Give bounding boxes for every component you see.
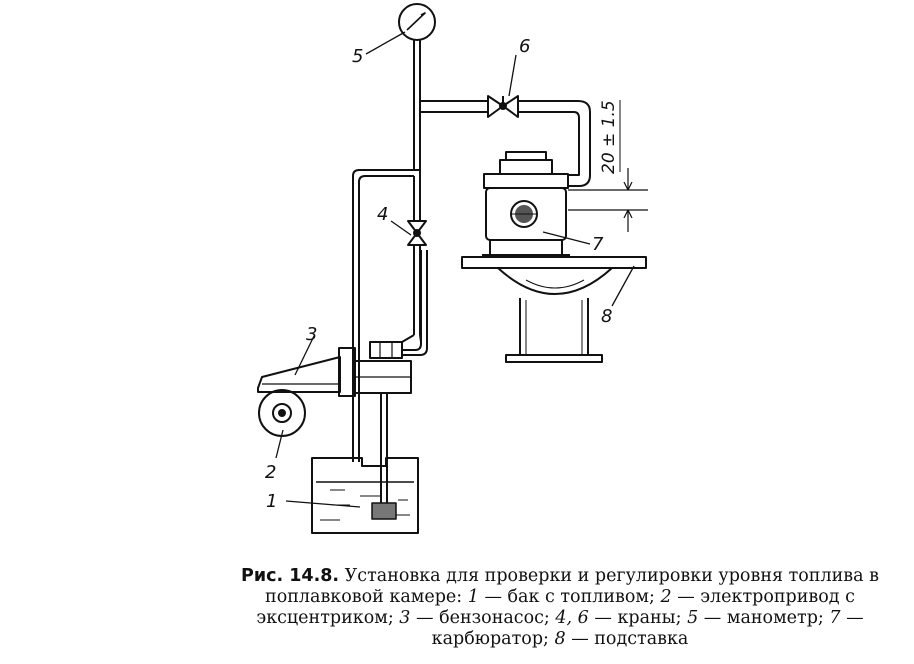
label-tank: 1 xyxy=(266,491,277,512)
caption-item-7: — карбюратор; xyxy=(431,608,864,649)
fuel-pump xyxy=(257,250,428,397)
label-valve-4: 4 xyxy=(377,204,388,225)
caption-item-8: — подставка xyxy=(565,629,689,649)
leader-lines xyxy=(275,31,635,508)
suction-pipe xyxy=(380,393,388,503)
caption-num-3: 3 xyxy=(399,608,411,628)
caption-prefix: Рис. 14.8. xyxy=(241,566,340,586)
caption-num-5: 5 xyxy=(687,608,699,628)
caption-num-8: 8 xyxy=(554,629,566,649)
label-stand: 8 xyxy=(601,306,612,327)
label-gauge: 5 xyxy=(352,46,363,67)
caption-item-1: — бак с топливом; xyxy=(478,587,661,607)
main-pipe xyxy=(401,170,422,343)
label-valve-6: 6 xyxy=(519,36,530,57)
label-pump: 3 xyxy=(306,324,317,345)
caption-item-2: — электропривод с эксцентриком; xyxy=(256,587,855,628)
test-rig-diagram: 5 6 4 7 8 3 2 1 20 ± 1.5 xyxy=(257,3,648,534)
dimension-label: 20 ± 1.5 xyxy=(599,100,619,174)
figure-caption: Рис. 14.8. Установка для проверки и регу… xyxy=(215,566,905,650)
caption-item-3: — бензонасос; xyxy=(410,608,556,628)
caption-item-4-6: — краны; xyxy=(588,608,688,628)
electric-drive xyxy=(258,389,306,437)
valve-6 xyxy=(487,95,519,118)
caption-text: Установка для проверки и регулировки уро… xyxy=(265,566,879,607)
gauge-pipe xyxy=(413,40,421,170)
label-drive: 2 xyxy=(265,462,276,483)
return-pipe xyxy=(352,169,420,462)
manometer xyxy=(398,3,436,41)
caption-num-4-6: 4, 6 xyxy=(555,608,589,628)
stand xyxy=(461,256,647,363)
caption-num-7: 7 xyxy=(829,608,841,628)
carburetor xyxy=(482,151,570,256)
level-dimension xyxy=(568,100,648,232)
supply-pipe xyxy=(420,100,591,187)
fuel-tank xyxy=(311,457,419,534)
label-carburetor: 7 xyxy=(592,234,604,255)
caption-num-2: 2 xyxy=(660,587,672,607)
caption-num-1: 1 xyxy=(467,587,479,607)
caption-item-5: — манометр; xyxy=(698,608,830,628)
valve-4 xyxy=(407,220,427,246)
